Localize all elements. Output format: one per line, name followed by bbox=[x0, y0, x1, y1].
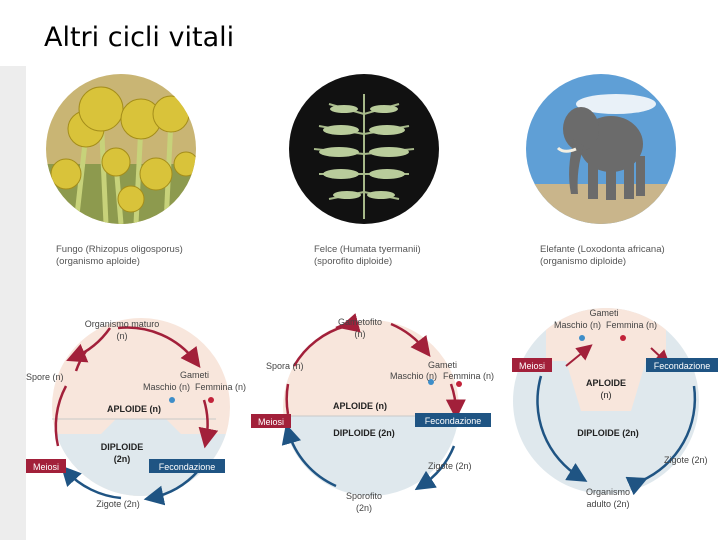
meiosi-box bbox=[251, 414, 291, 428]
left-label: Spore (n) bbox=[26, 372, 64, 382]
top-label: Organismo maturo bbox=[85, 319, 160, 329]
bottom-label: Zigote (2n) bbox=[96, 499, 140, 509]
right-label: Zigote (2n) bbox=[664, 455, 708, 465]
female-gamete-dot bbox=[620, 335, 626, 341]
meiosi-box bbox=[26, 459, 66, 473]
caption-line: Fungo (Rhizopus oligosporus) bbox=[56, 244, 183, 255]
haploid-sub: (n) bbox=[601, 390, 612, 400]
slide-title: Altri cicli vitali bbox=[44, 22, 235, 53]
life-cycle-diagrams: Organismo maturo (n) Spore (n) Gameti Ma… bbox=[26, 308, 718, 513]
bottom-label: Sporofito bbox=[346, 491, 382, 501]
cycle-fungus: Organismo maturo (n) Spore (n) Gameti Ma… bbox=[26, 318, 246, 509]
caption-line: (organismo aploide) bbox=[56, 256, 140, 267]
right-label: Zigote (2n) bbox=[428, 461, 472, 471]
top-sub: (n) bbox=[355, 329, 366, 339]
fern-caption: Felce (Humata tyermanii) (sporofito dipl… bbox=[314, 244, 421, 268]
elephant-caption: Elefante (Loxodonta africana) (organismo… bbox=[540, 244, 665, 268]
male-label: Maschio (n) bbox=[390, 371, 437, 381]
caption-line: (sporofito diploide) bbox=[314, 256, 393, 267]
left-label: Spora (n) bbox=[266, 361, 304, 371]
male-gamete-dot bbox=[169, 397, 175, 403]
meiosi-box bbox=[512, 358, 552, 372]
left-sidebar-strip bbox=[0, 66, 26, 540]
haploid-label: APLOIDE bbox=[586, 378, 626, 388]
haploid-label: APLOIDE (n) bbox=[333, 401, 387, 411]
male-label: Maschio (n) bbox=[143, 382, 190, 392]
fecondazione-box bbox=[149, 459, 225, 473]
fern-photo bbox=[289, 74, 439, 224]
fungus-caption: Fungo (Rhizopus oligosporus) (organismo … bbox=[56, 244, 183, 268]
haploid-label: APLOIDE (n) bbox=[107, 404, 161, 414]
male-gamete-dot bbox=[428, 379, 434, 385]
fecondazione-box bbox=[646, 358, 718, 372]
fecondazione-box bbox=[415, 413, 491, 427]
diploid-label: DIPLOIDE (2n) bbox=[577, 428, 639, 438]
male-gamete-dot bbox=[579, 335, 585, 341]
diploid-label: DIPLOIDE (2n) bbox=[333, 428, 395, 438]
female-label: Femmina (n) bbox=[606, 320, 657, 330]
fecondazione-label: Fecondazione bbox=[654, 361, 711, 371]
top-sub: (n) bbox=[117, 331, 128, 341]
top-label: Gametofito bbox=[338, 317, 382, 327]
gametes-label: Gameti bbox=[589, 308, 618, 318]
meiosi-label: Meiosi bbox=[33, 462, 59, 472]
female-gamete-dot bbox=[456, 381, 462, 387]
elephant-photo bbox=[526, 74, 676, 224]
gametes-label: Gameti bbox=[180, 370, 209, 380]
fecondazione-label: Fecondazione bbox=[159, 462, 216, 472]
cycle-elephant: Gameti Maschio (n) Femmina (n) APLOIDE (… bbox=[512, 308, 718, 509]
male-label: Maschio (n) bbox=[554, 320, 601, 330]
life-cycles-figure: Fungo (Rhizopus oligosporus) (organismo … bbox=[26, 66, 720, 540]
bottom-sub: (2n) bbox=[356, 503, 372, 513]
female-label: Femmina (n) bbox=[195, 382, 246, 392]
cycle-fern: Gametofito (n) Spora (n) Gameti Maschio … bbox=[251, 313, 494, 513]
bottom-sub: adulto (2n) bbox=[586, 499, 629, 509]
diploid-sub: (2n) bbox=[114, 454, 131, 464]
meiosi-label: Meiosi bbox=[258, 417, 284, 427]
fungus-photo bbox=[46, 74, 196, 224]
haploid-region bbox=[546, 308, 666, 411]
caption-line: Elefante (Loxodonta africana) bbox=[540, 244, 665, 255]
female-label: Femmina (n) bbox=[443, 371, 494, 381]
diploid-label: DIPLOIDE bbox=[101, 442, 144, 452]
caption-line: (organismo diploide) bbox=[540, 256, 627, 267]
bottom-label: Organismo bbox=[586, 487, 630, 497]
meiosi-label: Meiosi bbox=[519, 361, 545, 371]
gametes-label: Gameti bbox=[428, 360, 457, 370]
female-gamete-dot bbox=[208, 397, 214, 403]
fecondazione-label: Fecondazione bbox=[425, 416, 482, 426]
caption-line: Felce (Humata tyermanii) bbox=[314, 244, 421, 255]
